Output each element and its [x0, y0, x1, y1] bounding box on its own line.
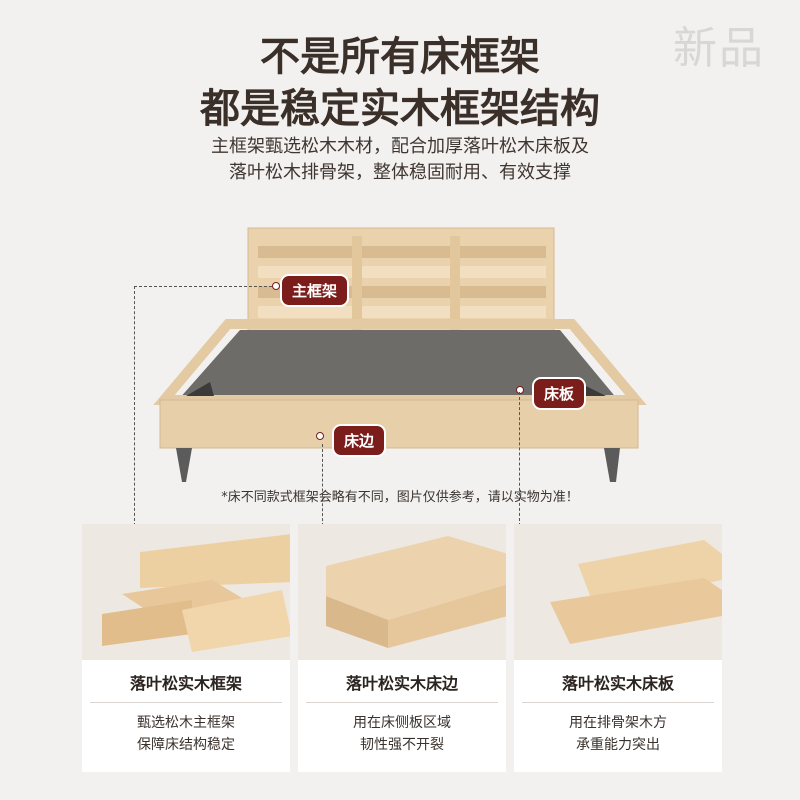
card-title: 落叶松实木床板	[561, 674, 674, 693]
bed-illustration: 主框架 床板 床边	[0, 200, 800, 526]
card-divider	[90, 702, 282, 703]
bed-frame-image	[153, 227, 647, 482]
main-frame-dot	[272, 282, 280, 290]
main-frame-tag: 主框架	[280, 274, 350, 307]
main-frame-guide-vertical	[134, 286, 135, 526]
side-tag: 床边	[332, 424, 387, 457]
material-cards: 落叶松实木框架 甄选松木主框架 保障床结构稳定 落叶松实木床边 用在床侧板区域 …	[82, 524, 722, 774]
side-guide	[322, 444, 323, 526]
card-title: 落叶松实木框架	[129, 674, 242, 693]
wood-plank-image	[298, 524, 506, 660]
board-tag: 床板	[532, 377, 587, 410]
subheading-line-2: 落叶松木排骨架，整体稳固耐用、有效支撑	[229, 162, 571, 183]
card-frame: 落叶松实木框架 甄选松木主框架 保障床结构稳定	[82, 524, 290, 772]
card-desc-line-1: 用在排骨架木方	[569, 715, 667, 731]
side-dot	[316, 432, 324, 440]
wood-block-image	[82, 524, 290, 660]
card-divider	[306, 702, 498, 703]
watermark: 新品	[673, 23, 765, 74]
board-guide	[519, 392, 520, 526]
subheading-line-1: 主框架甄选松木木材，配合加厚落叶松木床板及	[211, 136, 589, 157]
card-board: 落叶松实木床板 用在排骨架木方 承重能力突出	[514, 524, 722, 772]
card-divider	[522, 702, 714, 703]
disclaimer-note: *床不同款式框架会略有不同，图片仅供参考，请以实物为准！	[221, 490, 579, 505]
main-frame-guide-horizontal	[134, 286, 282, 287]
card-desc-line-2: 保障床结构稳定	[137, 737, 235, 753]
card-side: 落叶松实木床边 用在床侧板区域 韧性强不开裂	[298, 524, 506, 772]
heading-line-1: 不是所有床框架	[260, 34, 540, 80]
wood-slat-image	[514, 524, 722, 660]
card-desc-line-2: 韧性强不开裂	[360, 737, 444, 753]
heading-line-2: 都是稳定实木框架结构	[200, 86, 600, 132]
board-dot	[516, 386, 524, 394]
card-title: 落叶松实木床边	[345, 674, 458, 693]
card-desc-line-1: 用在床侧板区域	[353, 715, 451, 731]
card-desc-line-2: 承重能力突出	[576, 737, 660, 753]
card-desc-line-1: 甄选松木主框架	[137, 715, 235, 731]
